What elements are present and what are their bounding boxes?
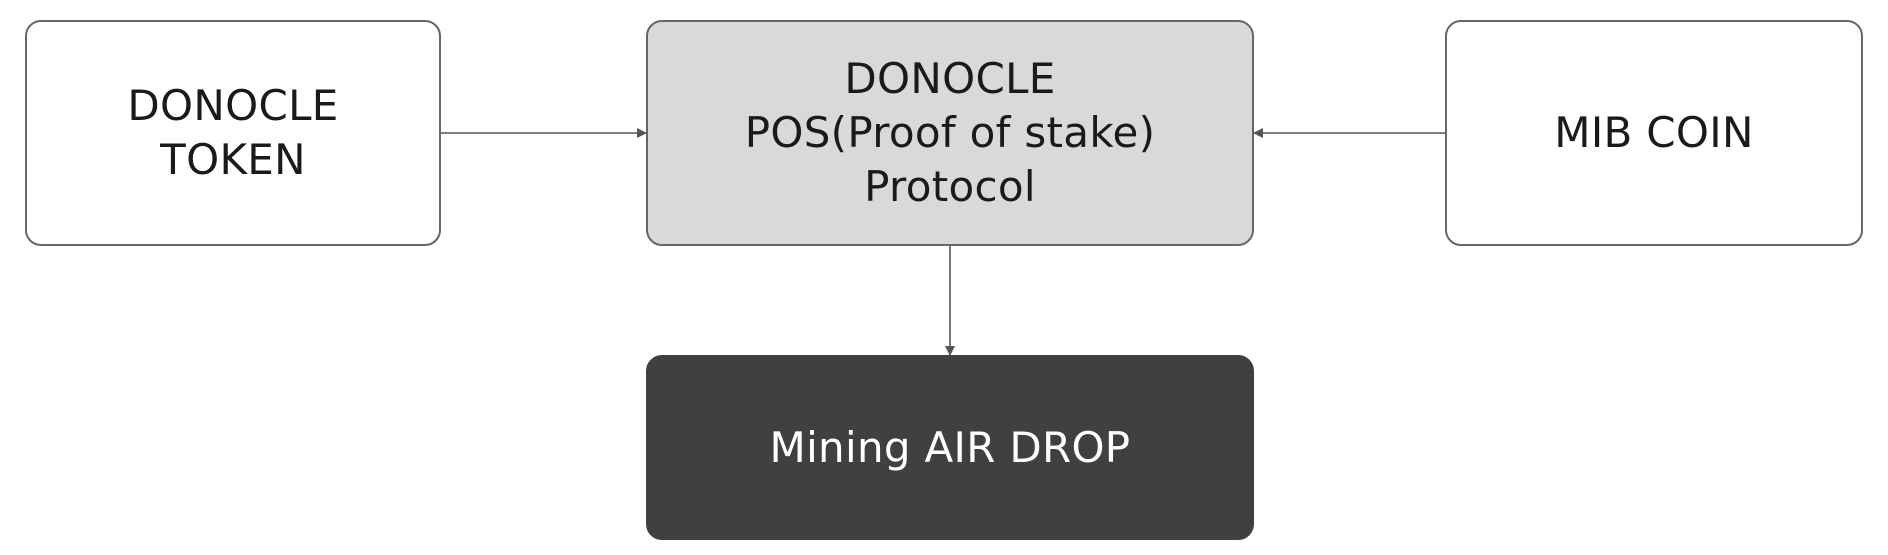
node-label-line: DONOCLE — [844, 54, 1056, 103]
node-label-line: Mining AIR DROP — [769, 422, 1131, 472]
node-donocle-token: DONOCLE TOKEN — [25, 20, 441, 246]
node-mib-coin: MIB COIN — [1445, 20, 1863, 246]
node-label-line: POS(Proof of stake) — [744, 108, 1156, 157]
node-label-line: DONOCLE — [127, 81, 339, 130]
node-pos-protocol: DONOCLE POS(Proof of stake) Protocol — [646, 20, 1254, 246]
node-label-line: MIB COIN — [1554, 108, 1754, 157]
node-label-line: TOKEN — [160, 135, 306, 184]
node-label-line: Protocol — [864, 162, 1036, 211]
node-mining-air-drop: Mining AIR DROP — [646, 355, 1254, 540]
